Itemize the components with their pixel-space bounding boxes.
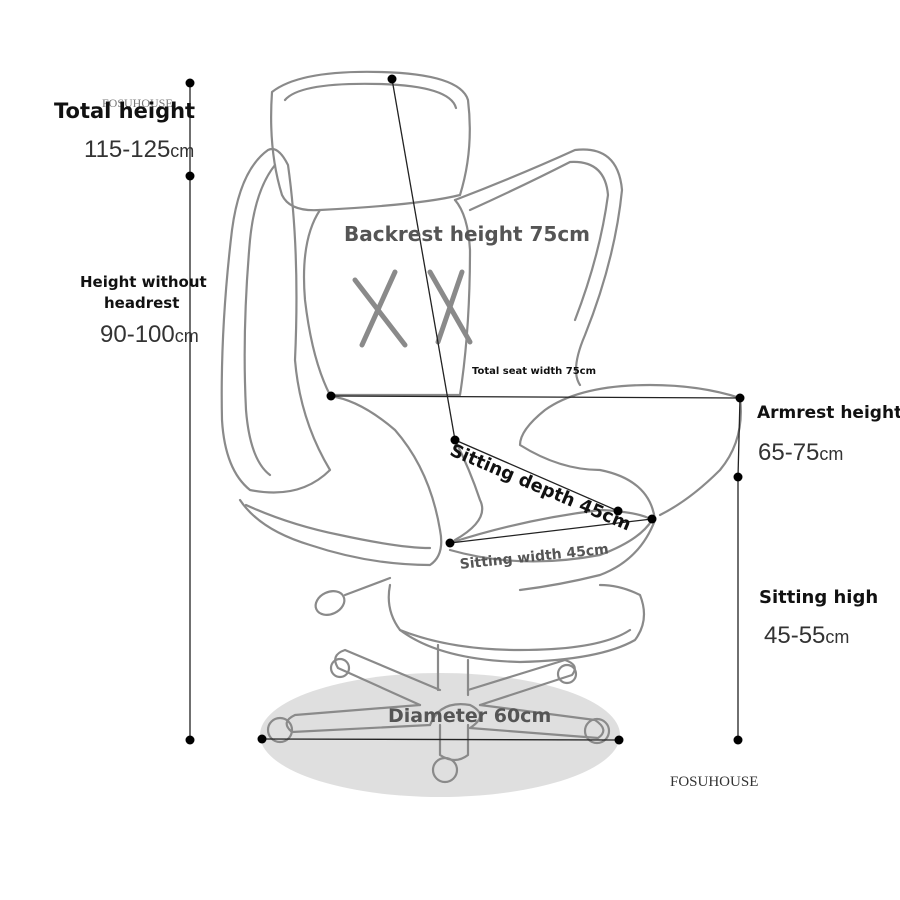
right-armrest-outline [518, 383, 742, 592]
total-height-label: Total height [54, 99, 196, 123]
headrest-outline [270, 70, 471, 212]
backrest-height-line [391, 78, 456, 441]
backrest-stitching [352, 269, 473, 348]
right-wing-outline [453, 148, 624, 387]
total-seat-width-line [330, 395, 741, 399]
armrest-height-label: Armrest height [757, 403, 900, 423]
diameter-line [261, 738, 620, 741]
height-without-headrest-value: 90-100cm [100, 321, 199, 348]
left-armrest-outline [238, 394, 443, 567]
backrest-outline [302, 198, 472, 397]
height-without-headrest-label-line2: headrest [104, 294, 180, 312]
sitting-depth-line [454, 439, 619, 512]
backrest-height-label: Backrest height 75cm [344, 222, 591, 246]
watermark-bottom: FOSUHOUSE [670, 774, 759, 790]
star-base-outline [334, 648, 442, 707]
sitting-high-label: Sitting high [759, 587, 879, 608]
watermark-top: FOSUHOUSE [102, 96, 173, 110]
armrest-height-line [737, 397, 741, 478]
armrest-height-value: 65-75cm [758, 439, 844, 466]
total-height-value: 115-125cm [84, 136, 195, 163]
diameter-label: Diameter 60cm [388, 705, 552, 727]
endpoint-dots [185, 74, 745, 745]
sitting-width-line [449, 518, 653, 544]
left-wing-outline [220, 147, 332, 494]
chair-outline [220, 70, 742, 784]
height-without-headrest-label-line1: Height without [80, 273, 207, 291]
lever-outline [343, 576, 392, 597]
dimension-lines [189, 78, 741, 741]
sitting-high-value: 45-55cm [764, 622, 850, 649]
total-seat-width-label: Total seat width 75cm [472, 366, 597, 377]
